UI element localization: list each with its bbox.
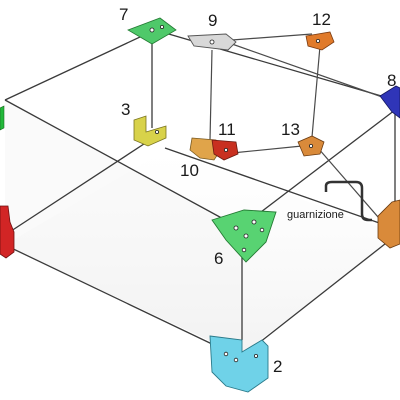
corner-part-2 bbox=[209, 335, 269, 393]
bottom-panel bbox=[5, 150, 400, 355]
wire-13-gasket bbox=[317, 147, 386, 226]
label-10: 10 bbox=[180, 161, 199, 180]
part-6-hole bbox=[233, 225, 239, 231]
part-left-red-shape bbox=[0, 205, 15, 259]
bottom-edge-right bbox=[249, 239, 391, 351]
part-6-hole bbox=[259, 227, 265, 233]
part-left-green-shape bbox=[0, 105, 5, 131]
gasket-loop bbox=[324, 180, 372, 222]
corner-part-left-red bbox=[0, 205, 15, 259]
part-2-hole bbox=[223, 351, 229, 357]
wire-11-13 bbox=[231, 145, 303, 154]
part-7-hole bbox=[149, 27, 155, 33]
left-side-panel bbox=[5, 100, 240, 355]
top-edge-right bbox=[239, 109, 396, 229]
top-edge-front bbox=[4, 99, 241, 229]
wire-9-12 bbox=[231, 33, 313, 41]
bracket-part-3 bbox=[133, 115, 167, 147]
part-right-orange-shape bbox=[377, 199, 400, 249]
part-12-hole bbox=[315, 39, 320, 44]
label-9: 9 bbox=[208, 11, 217, 30]
bracket-part-11 bbox=[211, 139, 239, 161]
label-2: 2 bbox=[273, 357, 282, 376]
part-6-hole bbox=[241, 247, 247, 253]
part-7-hole bbox=[159, 24, 164, 29]
top-edge-left bbox=[4, 29, 156, 101]
bracket-part-9 bbox=[187, 33, 237, 51]
bottom-edge-back bbox=[164, 147, 386, 226]
part-9-hole bbox=[209, 39, 215, 45]
wire-9-11 bbox=[209, 49, 213, 141]
corner-part-6 bbox=[211, 209, 277, 263]
part-2-hole bbox=[253, 353, 258, 358]
bracket-part-13 bbox=[297, 135, 325, 157]
label-3: 3 bbox=[121, 100, 130, 119]
part-8-shape bbox=[379, 85, 400, 119]
label-12: 12 bbox=[312, 10, 331, 29]
part-6-hole bbox=[243, 233, 249, 239]
label-6: 6 bbox=[214, 249, 223, 268]
frame-edges bbox=[4, 29, 396, 356]
bracket-part-12 bbox=[305, 31, 335, 51]
part-2-hole bbox=[233, 357, 239, 363]
label-7: 7 bbox=[119, 5, 128, 24]
part-13-hole bbox=[308, 143, 313, 148]
bottom-edge-left-back bbox=[4, 139, 151, 236]
label-8: 8 bbox=[387, 71, 396, 90]
gasket-label: guarnizione bbox=[287, 209, 344, 221]
corner-part-right-orange bbox=[377, 199, 400, 249]
corner-part-7 bbox=[127, 17, 177, 45]
part-3-shape bbox=[133, 115, 167, 147]
internal-wires bbox=[209, 33, 386, 226]
wire-12-13 bbox=[311, 45, 321, 138]
corner-part-8 bbox=[379, 85, 400, 119]
part-6-hole bbox=[251, 219, 257, 225]
label-13: 13 bbox=[281, 120, 300, 139]
corner-part-left-green bbox=[0, 105, 5, 131]
bottom-edge-front bbox=[4, 244, 236, 356]
part-11-hole bbox=[223, 147, 228, 152]
wire-9-8 bbox=[231, 43, 386, 99]
part-2-shape bbox=[209, 335, 269, 393]
part-3-hole bbox=[154, 129, 159, 134]
label-11: 11 bbox=[218, 120, 236, 139]
